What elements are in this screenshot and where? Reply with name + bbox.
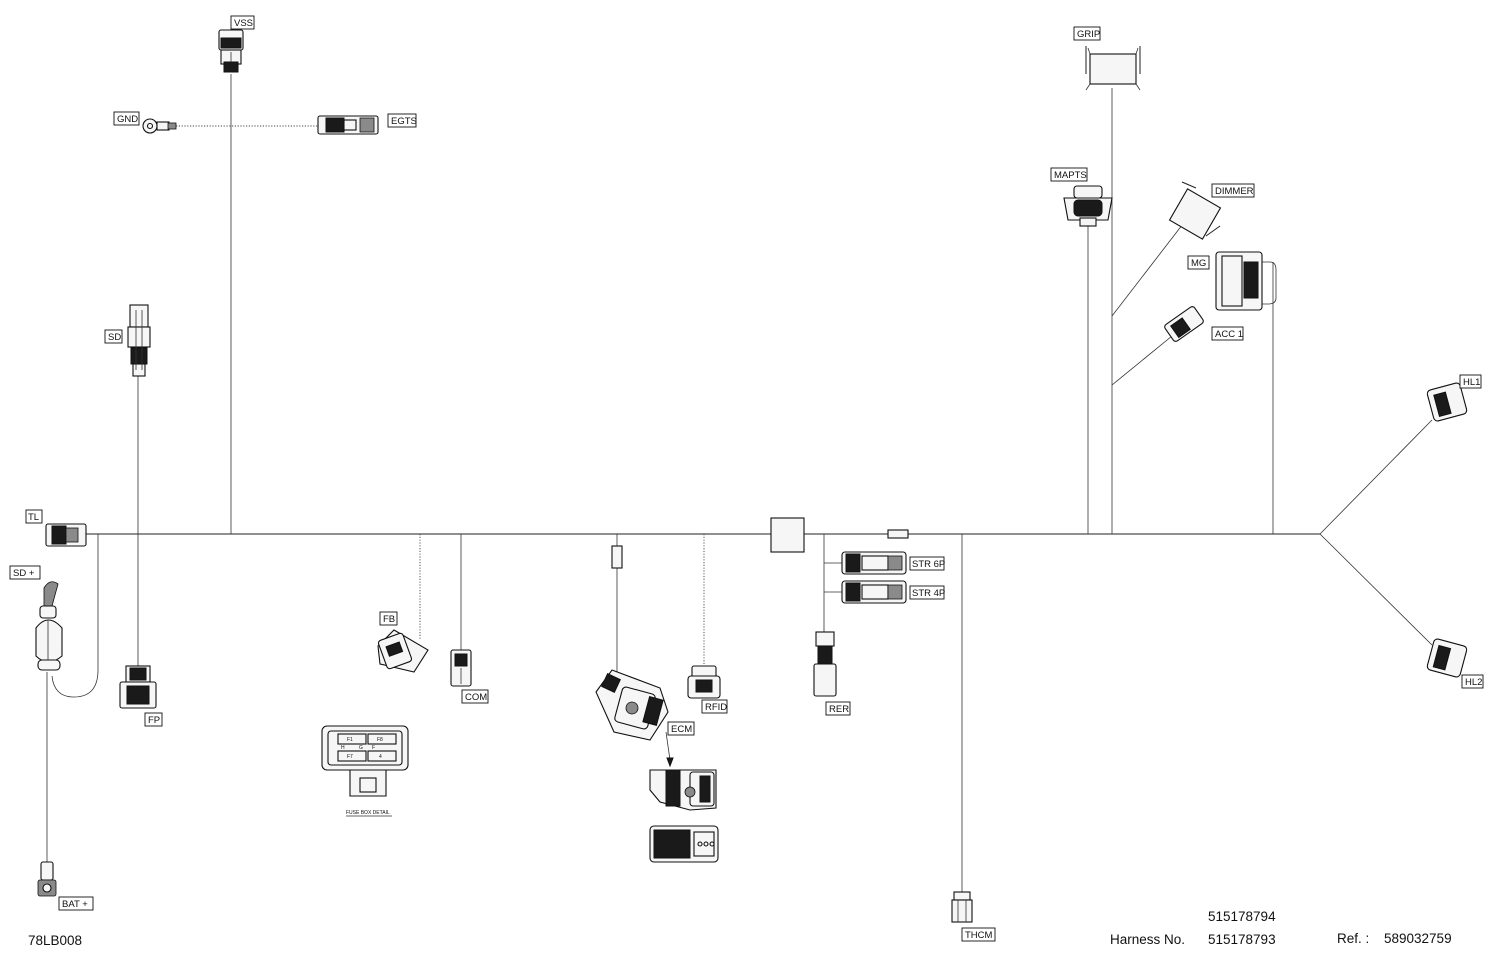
label-str6p: STR 6P	[909, 556, 945, 571]
trunk-splice-box	[770, 517, 805, 553]
mg-loop-wires	[1260, 261, 1277, 305]
svg-text:EGTS: EGTS	[391, 116, 417, 127]
thcm-connector	[951, 891, 973, 923]
svg-text:SD: SD	[108, 332, 121, 343]
label-acc1: ACC 1	[1211, 326, 1244, 341]
svg-text:BAT +: BAT +	[62, 899, 88, 910]
label-com: COM	[461, 689, 489, 704]
part-number-1: 515178794	[1208, 909, 1276, 924]
rer-connector	[813, 631, 837, 697]
label-gnd: GND	[113, 111, 140, 126]
label-ecm: ECM	[667, 721, 695, 736]
label-hl1: HL1	[1459, 374, 1482, 389]
fuse-sub-label-3: F	[372, 745, 375, 751]
svg-text:STR 6P: STR 6P	[912, 559, 945, 570]
fuse-label-1: F1	[347, 737, 353, 743]
svg-text:STR 4P: STR 4P	[912, 588, 945, 599]
ecm-arrow-head	[666, 757, 674, 768]
svg-text:VSS: VSS	[234, 18, 253, 29]
vss-connector	[218, 29, 244, 73]
svg-text:HL1: HL1	[1463, 377, 1480, 388]
svg-text:FP: FP	[148, 715, 160, 726]
ecm-inline-sleeve	[611, 545, 623, 569]
dimmer-connector	[1168, 181, 1222, 240]
svg-text:TL: TL	[28, 512, 39, 523]
label-dimmer: DIMMER	[1211, 183, 1255, 198]
svg-text:SD +: SD +	[13, 568, 35, 579]
part-number-2: 515178793	[1208, 932, 1276, 947]
ecm-connector	[595, 669, 669, 741]
grip-connector	[1085, 46, 1141, 91]
label-bat-plus: BAT +	[58, 896, 94, 911]
label-mapts: MAPTS	[1050, 167, 1088, 182]
bat-plus-terminal	[37, 861, 57, 897]
label-thcm: THCM	[961, 927, 996, 942]
mapts-connector	[1063, 185, 1113, 227]
hl2-branch-wire	[1319, 533, 1433, 646]
gnd-ring-terminal	[142, 118, 177, 134]
ecm-detail-view-1	[649, 769, 717, 811]
mg-connector	[1215, 251, 1263, 311]
label-vss: VSS	[230, 15, 255, 30]
diagram-id: 78LB008	[28, 933, 82, 948]
fuse-box-detail: F1 F8 F7 4 H G F FUSE BOX DETAIL	[321, 725, 409, 817]
hl1-connector	[1426, 382, 1468, 422]
fuse-sub-label-2: G	[359, 745, 363, 751]
fuse-label-2: F8	[377, 737, 383, 743]
acc1-connector	[1164, 306, 1204, 342]
label-fb: FB	[379, 611, 398, 626]
harness-wires	[46, 74, 1433, 892]
label-egts: EGTS	[387, 113, 417, 128]
svg-text:HL2: HL2	[1465, 677, 1482, 688]
label-grip: GRIP	[1073, 26, 1101, 41]
label-sd-plus: SD +	[9, 565, 41, 580]
label-fp: FP	[144, 712, 163, 727]
svg-text:THCM: THCM	[965, 930, 993, 941]
acc1-branch-wire	[1111, 335, 1173, 386]
harness-label: Harness No.	[1110, 932, 1185, 947]
label-rfid: RFID	[701, 699, 728, 714]
label-tl: TL	[25, 509, 43, 524]
hl2-connector	[1426, 638, 1468, 678]
svg-text:RER: RER	[829, 704, 849, 715]
str4p-connector	[841, 580, 907, 604]
label-str4p: STR 4P	[909, 585, 945, 600]
egts-connector	[317, 115, 379, 135]
svg-text:ECM: ECM	[671, 724, 692, 735]
trunk-inline-sleeve	[887, 529, 909, 539]
sd-plus-terminal	[35, 581, 63, 671]
label-sd: SD	[104, 329, 123, 344]
svg-text:RFID: RFID	[705, 702, 727, 713]
fuse-label-4: 4	[379, 754, 382, 760]
svg-text:GRIP: GRIP	[1077, 29, 1100, 40]
label-rer: RER	[825, 701, 851, 716]
svg-text:ACC 1: ACC 1	[1215, 329, 1243, 340]
ref-label: Ref. :	[1337, 931, 1369, 946]
str6p-connector	[841, 551, 907, 575]
svg-text:COM: COM	[465, 692, 487, 703]
fuse-label-3: F7	[347, 754, 353, 760]
fuse-box-detail-label: FUSE BOX DETAIL	[346, 810, 390, 816]
svg-text:MG: MG	[1191, 258, 1206, 269]
fp-connector	[119, 665, 157, 709]
label-mg: MG	[1187, 255, 1210, 270]
com-connector	[450, 649, 472, 687]
tl-connector	[45, 523, 87, 547]
svg-text:DIMMER: DIMMER	[1215, 186, 1254, 197]
fb-connector	[377, 629, 429, 673]
ecm-arrow	[665, 731, 671, 761]
rfid-connector	[687, 665, 721, 699]
label-hl2: HL2	[1461, 674, 1484, 689]
svg-text:MAPTS: MAPTS	[1054, 170, 1087, 181]
hl1-branch-wire	[1319, 419, 1433, 535]
ref-number: 589032759	[1384, 931, 1452, 946]
svg-text:GND: GND	[117, 114, 138, 125]
sd-plus-loop-wire	[51, 534, 99, 698]
ecm-detail-view-2	[649, 825, 719, 863]
svg-text:FB: FB	[383, 614, 395, 625]
dimmer-branch-wire	[1111, 219, 1187, 317]
fuse-sub-label-1: H	[341, 745, 345, 751]
sd-connector	[127, 304, 151, 377]
